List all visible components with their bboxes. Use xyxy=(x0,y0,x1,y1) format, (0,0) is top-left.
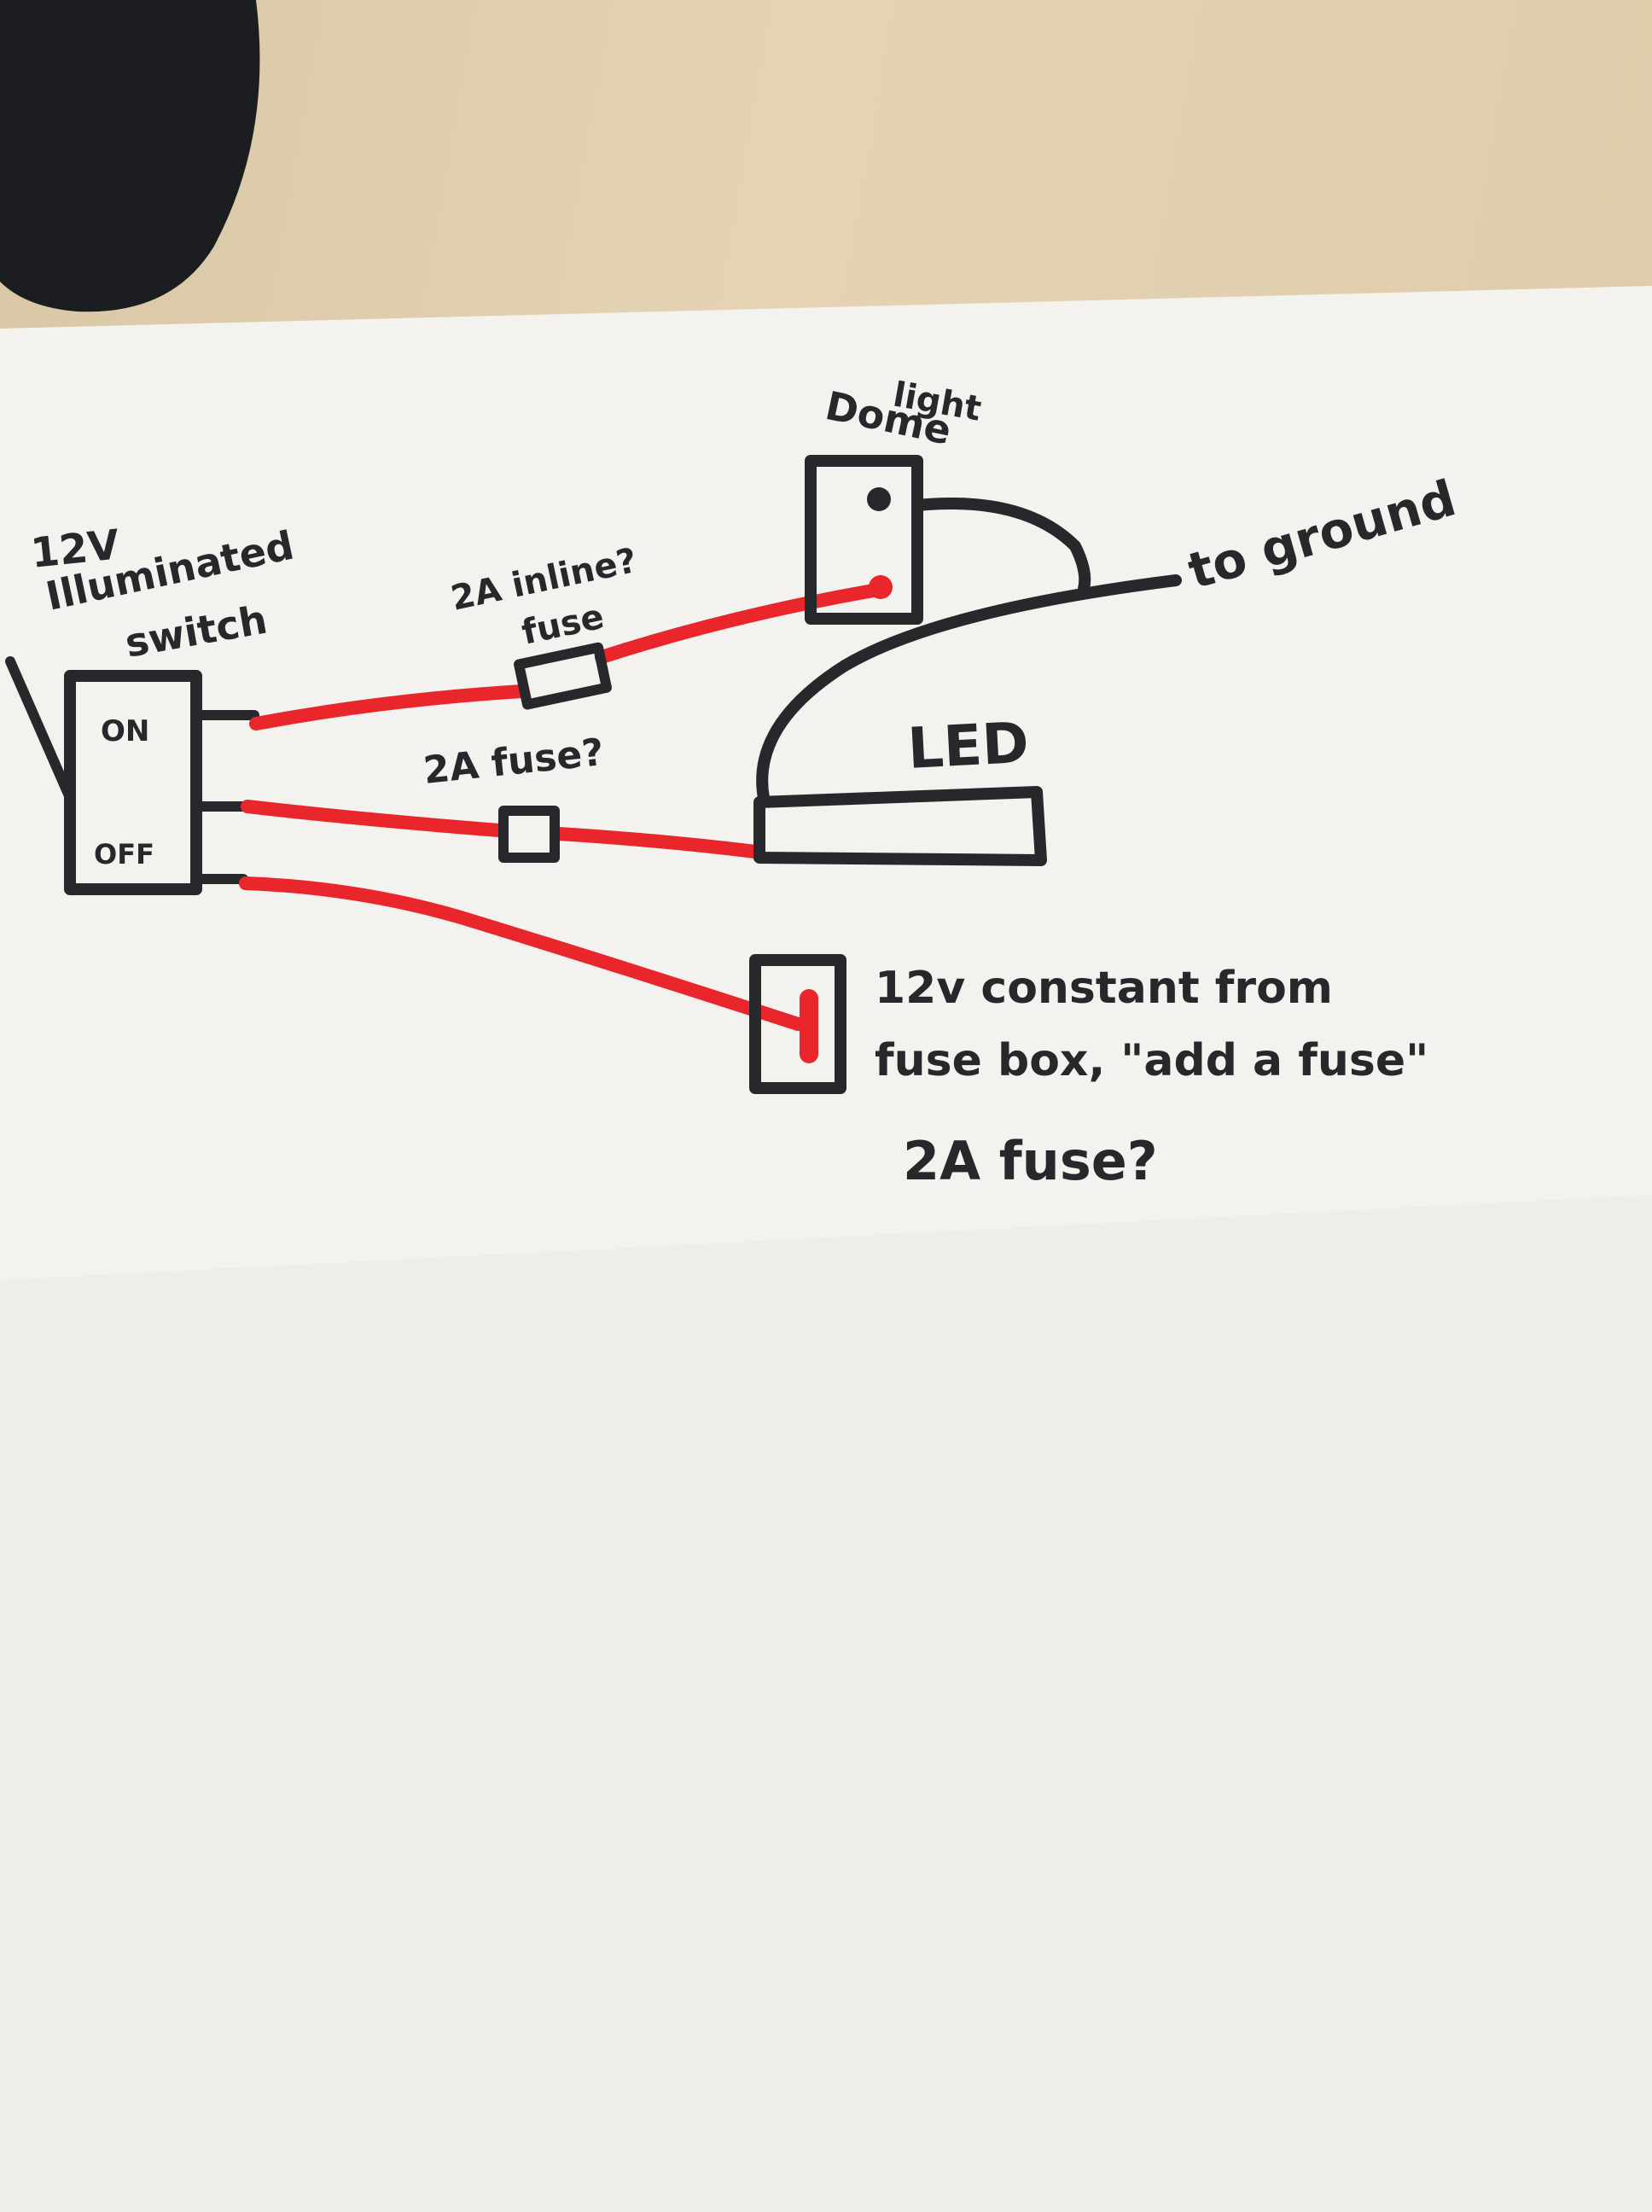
dome-light xyxy=(805,455,1091,625)
constant-label-line3: 2A fuse? xyxy=(903,1130,1158,1192)
inline-fuse-symbol xyxy=(514,642,612,710)
constant-label-line1: 12v constant from xyxy=(875,963,1333,1014)
fuse-symbol xyxy=(498,806,560,863)
constant-label-line2: fuse box, "add a fuse" xyxy=(875,1035,1428,1086)
desk-object xyxy=(0,0,260,312)
led-strip xyxy=(753,786,1047,866)
led-label: LED xyxy=(906,710,1031,782)
switch-on-label: ON xyxy=(101,714,149,748)
paper-shade xyxy=(0,1195,1652,2212)
illuminated-switch xyxy=(5,656,259,895)
wire-switch-to-constant xyxy=(239,876,805,1031)
wire-off-to-fuse xyxy=(241,800,506,837)
switch-title-line1: 12V xyxy=(28,521,121,578)
wire-on-to-inline-fuse xyxy=(249,684,529,731)
wire-fuse-to-led xyxy=(552,827,762,859)
switch-off-label: OFF xyxy=(94,838,154,870)
constant-fuse-box xyxy=(749,954,846,1094)
wire-inline-fuse-to-dome xyxy=(595,582,890,664)
ground-wire xyxy=(756,574,1182,804)
